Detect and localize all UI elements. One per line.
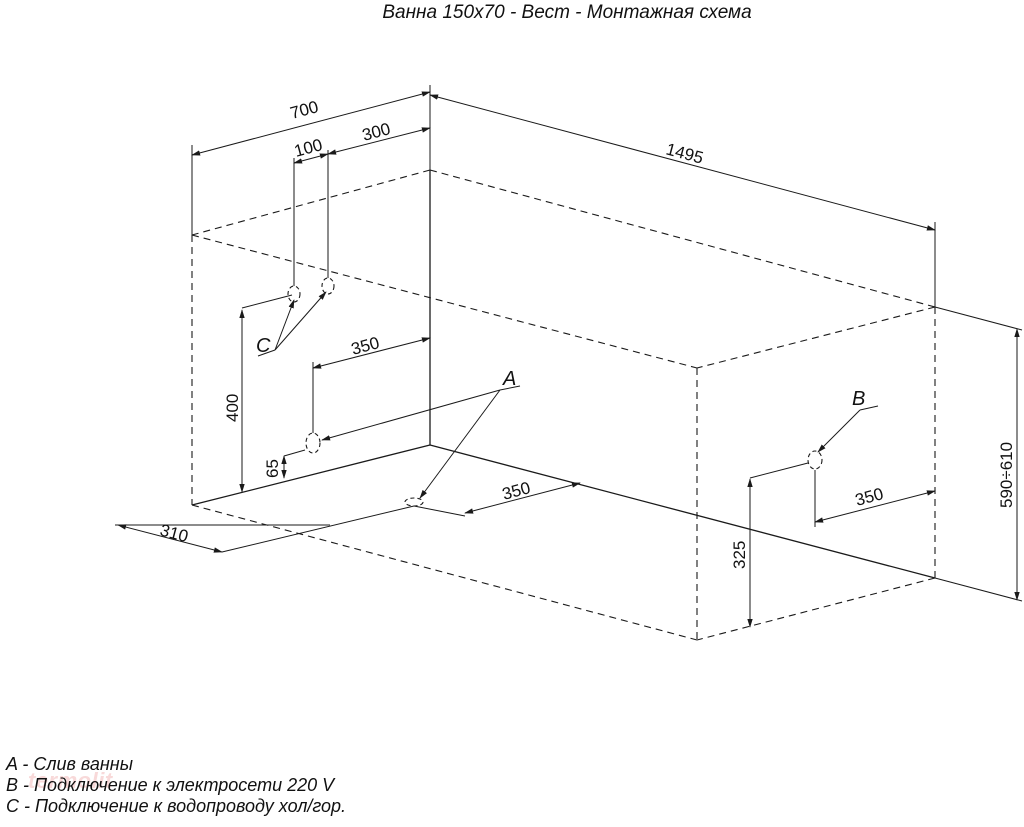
dim-700-label: 700 [288, 97, 320, 123]
drain-hole [404, 497, 424, 507]
dim-300-label: 300 [360, 119, 392, 145]
dimension-310: 310 [115, 505, 415, 553]
legend-item-a: A - Слив ванны [6, 754, 133, 774]
dimension-325: 325 [730, 462, 809, 628]
water-inlet-hole-2 [321, 277, 335, 295]
legend-item-b: B - Подключение к электросети 220 V [6, 775, 335, 795]
water-connections: C [256, 277, 335, 357]
legend: A - Слив ванны B - Подключение к электро… [6, 754, 346, 817]
dim-325-label: 325 [730, 541, 749, 569]
dim-400-label: 400 [223, 394, 242, 422]
electrical-outlet-hole [807, 450, 823, 470]
dim-65-label: 65 [263, 459, 282, 478]
dim-right-350-label: 350 [853, 484, 885, 510]
dimension-400: 400 [223, 294, 293, 493]
drain: A [321, 368, 521, 507]
dim-100-label: 100 [292, 135, 324, 161]
label-b: B [852, 388, 865, 410]
overflow-hole [305, 432, 321, 454]
page-title: Ванна 150х70 - Вест - Монтажная схема [382, 2, 752, 23]
dimension-1495: 1495 [429, 94, 936, 307]
label-c: C [256, 335, 271, 357]
dimension-right-350: 350 [814, 470, 936, 527]
dimension-upper-350: 350 [305, 333, 431, 454]
dimension-drain-350: 350 [413, 478, 581, 517]
legend-item-c: C - Подключение к водопроводу хол/гор. [6, 796, 347, 816]
dimension-700: 700 [191, 85, 431, 235]
dim-310-label: 310 [158, 521, 190, 547]
dim-drain-350-label: 350 [500, 478, 532, 504]
water-inlet-hole-1 [287, 285, 301, 303]
electrical-connection: B [807, 388, 879, 470]
dimension-100-300: 100 300 [292, 119, 431, 290]
dim-height-label: 590÷610 [997, 442, 1016, 508]
bathtub-outline [191, 169, 936, 641]
watermark: termolit [28, 768, 113, 793]
dimension-height: 590÷610 [934, 306, 1023, 602]
dim-upper-350-label: 350 [349, 333, 381, 359]
label-a: A [502, 368, 516, 390]
dimension-65: 65 [263, 449, 306, 479]
